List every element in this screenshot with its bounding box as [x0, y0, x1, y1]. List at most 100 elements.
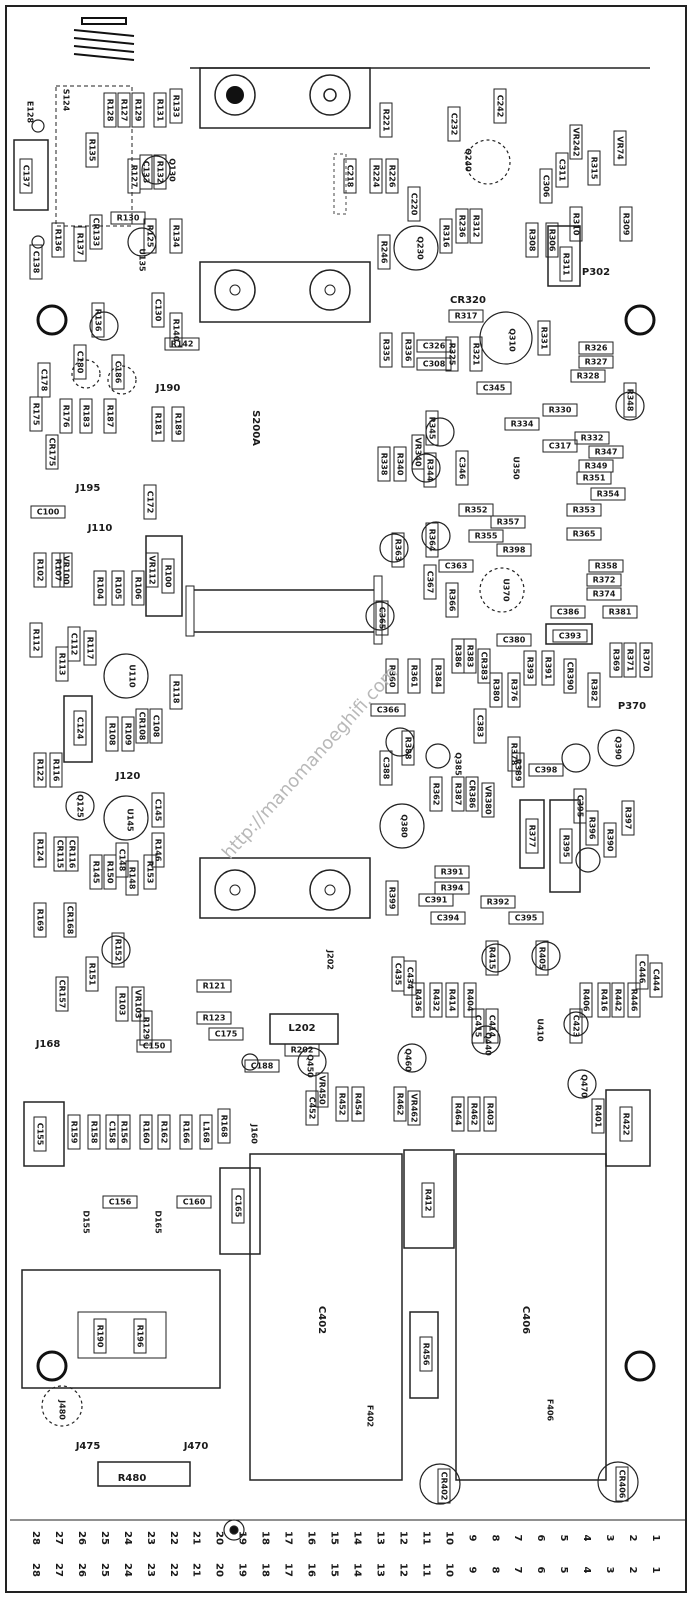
q390-body [597, 729, 635, 767]
switch-mount-hole [324, 284, 336, 296]
body-c452 [305, 1090, 319, 1126]
mounting-hole-top-left [36, 304, 68, 336]
label-r142: R142 [171, 340, 194, 349]
switch-shaft-end [373, 575, 383, 645]
body-r330 [542, 403, 578, 417]
body-r384 [431, 658, 445, 694]
label-c317: C317 [549, 442, 572, 451]
body-c326 [416, 339, 452, 353]
label-vr450: VR450 [318, 1075, 327, 1104]
pin-number-13: 13 [374, 1563, 385, 1577]
body-r328 [570, 369, 606, 383]
label-c308: C308 [423, 360, 446, 369]
pin-number-18: 18 [260, 1531, 271, 1545]
label-r405: R405 [538, 947, 547, 970]
body-r175 [29, 396, 43, 432]
label-r336: R336 [404, 339, 413, 362]
q470-body [567, 1069, 597, 1099]
label-c124: C124 [76, 717, 85, 740]
label-c220: C220 [410, 193, 419, 216]
label-c100: C100 [37, 508, 60, 517]
body-r387 [451, 776, 465, 812]
pin-number-12: 12 [397, 1531, 408, 1545]
label-c145: C145 [154, 799, 163, 822]
label-c395: C395 [576, 795, 585, 818]
label-c444: C444 [652, 969, 661, 992]
body-c220 [407, 186, 421, 222]
label-cr116: CR116 [68, 840, 77, 869]
label-c380: C380 [503, 636, 526, 645]
pin-number-11: 11 [420, 1531, 431, 1545]
c180-body [71, 359, 101, 389]
label-r328: R328 [577, 372, 600, 381]
body-r345 [425, 410, 439, 446]
pin-number-16: 16 [306, 1563, 317, 1577]
body-c178 [37, 362, 51, 398]
label-r378: R378 [510, 743, 519, 766]
pin-number-28: 28 [30, 1531, 41, 1545]
cr406-body [597, 1461, 639, 1503]
body-cr175 [45, 434, 59, 470]
label-u110: U110 [128, 664, 137, 688]
body-r388 [401, 730, 415, 766]
body-r152 [111, 932, 125, 968]
label-r246: R246 [380, 241, 389, 264]
label-r332: R332 [581, 434, 604, 443]
body-r399 [385, 880, 399, 916]
capacitor-c137-outline [13, 139, 49, 211]
body-r160 [139, 1114, 153, 1150]
body-cr383 [477, 648, 491, 684]
body-c414 [485, 1008, 499, 1044]
body-c395 [573, 788, 587, 824]
label-r121: R121 [203, 982, 226, 991]
label-r146: R146 [154, 839, 163, 862]
pin-number-8: 8 [489, 1535, 500, 1542]
body-r159 [67, 1114, 81, 1150]
label-r354: R354 [597, 490, 620, 499]
label-r353: R353 [573, 506, 596, 515]
c218-outline [333, 153, 347, 215]
body-r391 [434, 865, 470, 879]
pin-number-9: 9 [466, 1535, 477, 1542]
body-r308 [525, 222, 539, 258]
r348-body [615, 391, 645, 421]
body-r397 [621, 800, 635, 836]
body-r118 [169, 674, 183, 710]
ground-lug [223, 1519, 245, 1541]
switch-mount-boss [214, 869, 256, 911]
body-c345 [476, 381, 512, 395]
label-r397: R397 [624, 807, 633, 830]
q450-body [297, 1047, 327, 1077]
body-c386 [550, 605, 586, 619]
label-q450: Q450 [306, 1054, 315, 1078]
label-r134: R134 [172, 225, 181, 248]
label-r162: R162 [160, 1121, 169, 1144]
label-r202: R202 [291, 1046, 314, 1055]
label-r394: R394 [441, 884, 464, 893]
body-r442 [611, 982, 625, 1018]
body-r398 [496, 543, 532, 557]
switch-mount-boss [309, 869, 351, 911]
switch-mount-hole [229, 884, 241, 896]
body-r183 [79, 398, 93, 434]
label-r103: R103 [118, 993, 127, 1016]
label-r335: R335 [382, 339, 391, 362]
body-r136 [51, 222, 65, 258]
body-vr380 [481, 782, 495, 818]
c138-pad [31, 235, 45, 249]
label-r105: R105 [114, 577, 123, 600]
label-r452: R452 [338, 1093, 347, 1116]
body-c388 [379, 750, 393, 786]
body-c394 [430, 911, 466, 925]
pin-number-11: 11 [420, 1563, 431, 1577]
label-c394: C394 [437, 914, 460, 923]
label-vr380: VR380 [484, 785, 493, 814]
label-c415: C415 [474, 1015, 483, 1038]
body-r142 [164, 337, 200, 351]
body-r378 [507, 736, 521, 772]
label-r480: R480 [118, 1473, 147, 1484]
label-cr108: CR108 [138, 712, 147, 741]
body-r369 [609, 642, 623, 678]
r405-body [531, 941, 561, 971]
